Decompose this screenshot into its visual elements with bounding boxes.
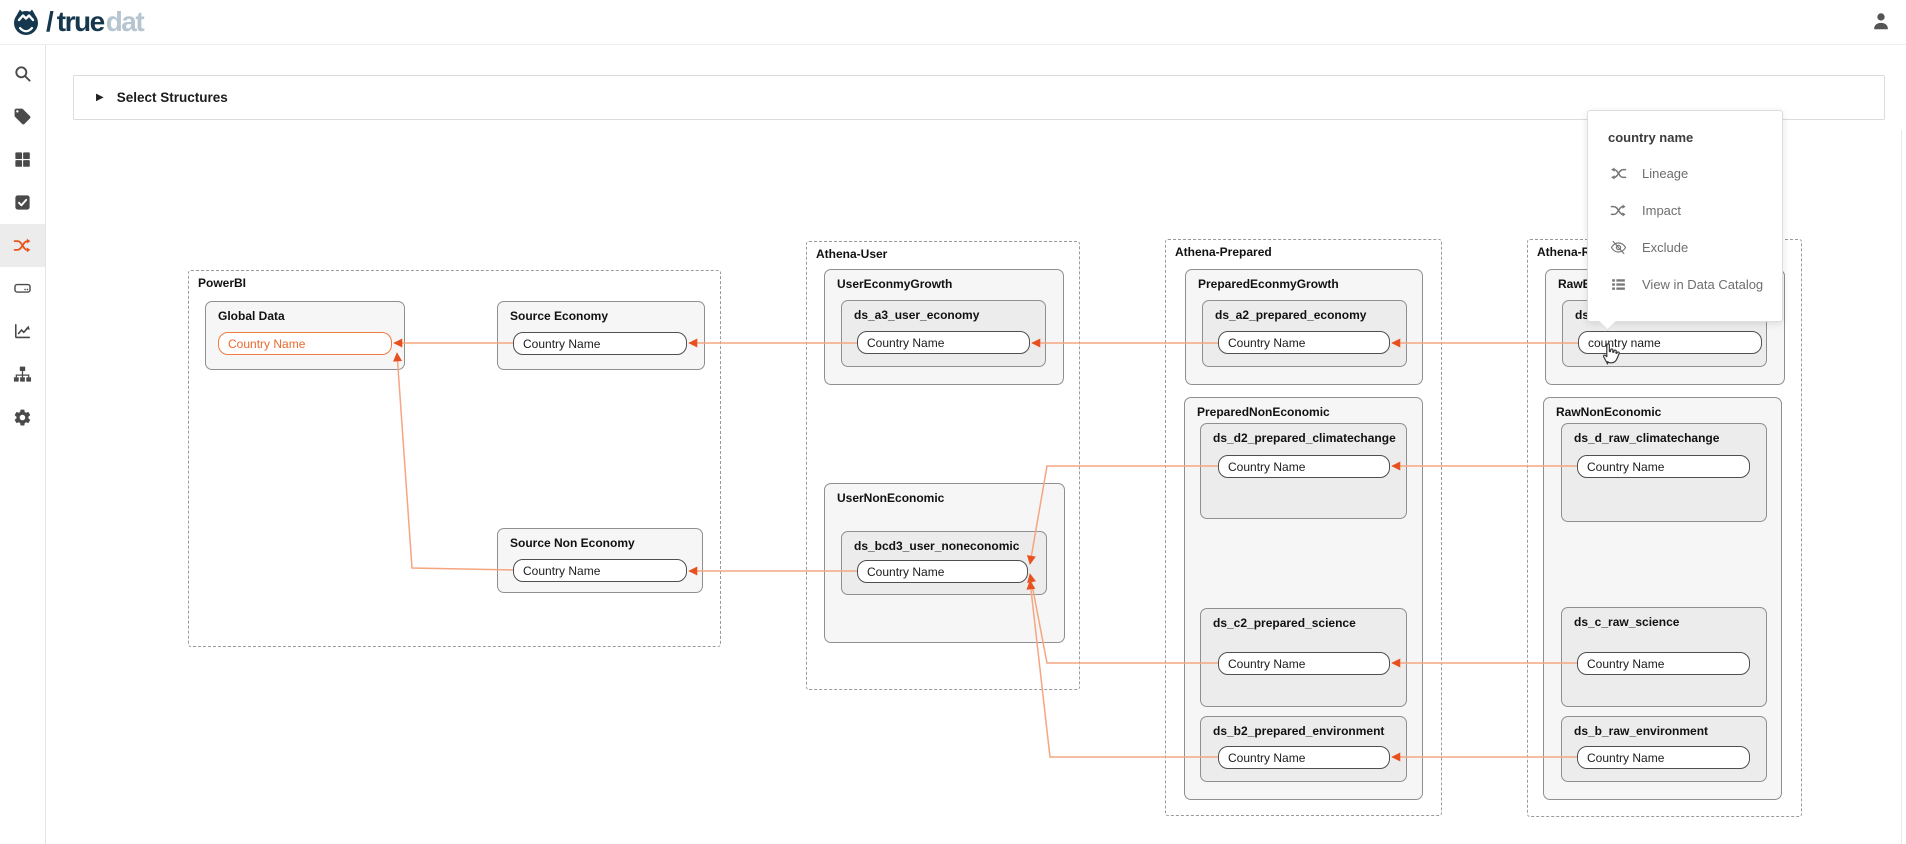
top-bar: / true dat (0, 0, 1906, 45)
context-menu-item-label: Impact (1642, 203, 1682, 218)
table-label: ds_d_raw_climatechange (1574, 431, 1720, 445)
field-country-name[interactable]: Country Name (218, 332, 392, 355)
group-label: UserNonEconomic (837, 491, 945, 505)
logo-true: true (56, 6, 105, 37)
lineage-icon (1610, 165, 1627, 182)
field-country-name[interactable]: Country Name (857, 331, 1030, 354)
context-menu-item-label: Lineage (1642, 166, 1689, 181)
select-structures-label: Select Structures (116, 90, 228, 105)
context-menu-item-exclude[interactable]: Exclude (1588, 229, 1782, 266)
table-label: Source Economy (510, 309, 609, 323)
canvas-right-border (1901, 130, 1902, 844)
truedat-logo[interactable]: / true dat (10, 6, 145, 38)
sidebar-item-grid[interactable] (0, 138, 45, 181)
field-country-name[interactable]: Country Name (1218, 331, 1390, 354)
select-structures-panel[interactable]: ▶ Select Structures (73, 75, 1885, 120)
gear-icon (13, 408, 32, 427)
tasks-icon (13, 193, 32, 212)
field-country-name[interactable]: Country Name (513, 559, 687, 582)
field-country-name[interactable]: Country Name (513, 332, 687, 355)
server-icon (13, 279, 32, 298)
field-country-name[interactable]: country name (1578, 331, 1762, 354)
user-icon[interactable] (1870, 10, 1894, 34)
chevron-right-icon: ▶ (96, 92, 104, 103)
eye-off-icon (1610, 239, 1627, 256)
field-country-name[interactable]: Country Name (1577, 652, 1750, 675)
search-icon (13, 64, 32, 83)
table-label: ds_c_raw_science (1574, 615, 1680, 629)
chart-icon (13, 322, 32, 341)
group-label: UserEconmyGrowth (837, 277, 953, 291)
context-menu-item-view-in-data-catalog[interactable]: View in Data Catalog (1588, 266, 1782, 303)
table-label: ds_c2_prepared_science (1213, 616, 1356, 630)
logo-slash: / (46, 6, 54, 37)
group-label: PreparedEconmyGrowth (1198, 277, 1339, 291)
impact-icon (1610, 202, 1627, 219)
table-label: ds_bcd3_user_noneconomic (854, 539, 1020, 553)
context-menu-item-lineage[interactable]: Lineage (1588, 155, 1782, 192)
sidebar-item-sitemap[interactable] (0, 353, 45, 396)
sidebar-item-chart[interactable] (0, 310, 45, 353)
field-country-name[interactable]: Country Name (1577, 455, 1750, 478)
group-label: PreparedNonEconomic (1197, 405, 1330, 419)
context-menu-item-label: Exclude (1642, 240, 1689, 255)
table-label: ds_b2_prepared_environment (1213, 724, 1385, 738)
field-country-name[interactable]: Country Name (857, 560, 1028, 583)
sidebar-item-search[interactable] (0, 52, 45, 95)
list-icon (1610, 276, 1627, 293)
group-label: RawNonEconomic (1556, 405, 1662, 419)
owl-icon (14, 9, 38, 35)
logo-dat: dat (105, 6, 145, 37)
sidebar-item-gear[interactable] (0, 396, 45, 439)
sidebar-item-shuffle-lineage[interactable] (0, 224, 45, 267)
system-label: PowerBI (198, 276, 247, 290)
table-label: ds_b_raw_environment (1574, 724, 1709, 738)
sidebar-item-server[interactable] (0, 267, 45, 310)
sidebar-item-tag[interactable] (0, 95, 45, 138)
field-country-name[interactable]: Country Name (1218, 455, 1390, 478)
system-label: Athena-Prepared (1175, 245, 1272, 259)
sidebar-item-tasks[interactable] (0, 181, 45, 224)
table-label: ds_a3_user_economy (854, 308, 980, 322)
context-menu-title: country name (1608, 130, 1694, 145)
field-country-name[interactable]: Country Name (1218, 652, 1390, 675)
table-label: Global Data (218, 309, 285, 323)
sitemap-icon (13, 365, 32, 384)
field-country-name[interactable]: Country Name (1577, 746, 1750, 769)
table-label: ds_a2_prepared_economy (1215, 308, 1367, 322)
field-country-name[interactable]: Country Name (1218, 746, 1390, 769)
left-sidebar (0, 44, 46, 844)
table-label: ds_d2_prepared_climatechange (1213, 431, 1396, 445)
system-label: Athena-User (816, 247, 888, 261)
tag-icon (13, 107, 32, 126)
shuffle-lineage-icon (13, 236, 32, 255)
context-menu-item-impact[interactable]: Impact (1588, 192, 1782, 229)
context-menu-item-label: View in Data Catalog (1642, 277, 1764, 292)
grid-icon (13, 150, 32, 169)
mouse-cursor-hand (1598, 340, 1622, 371)
system-powerbi: PowerBI (188, 270, 721, 647)
table-label: Source Non Economy (510, 536, 635, 550)
